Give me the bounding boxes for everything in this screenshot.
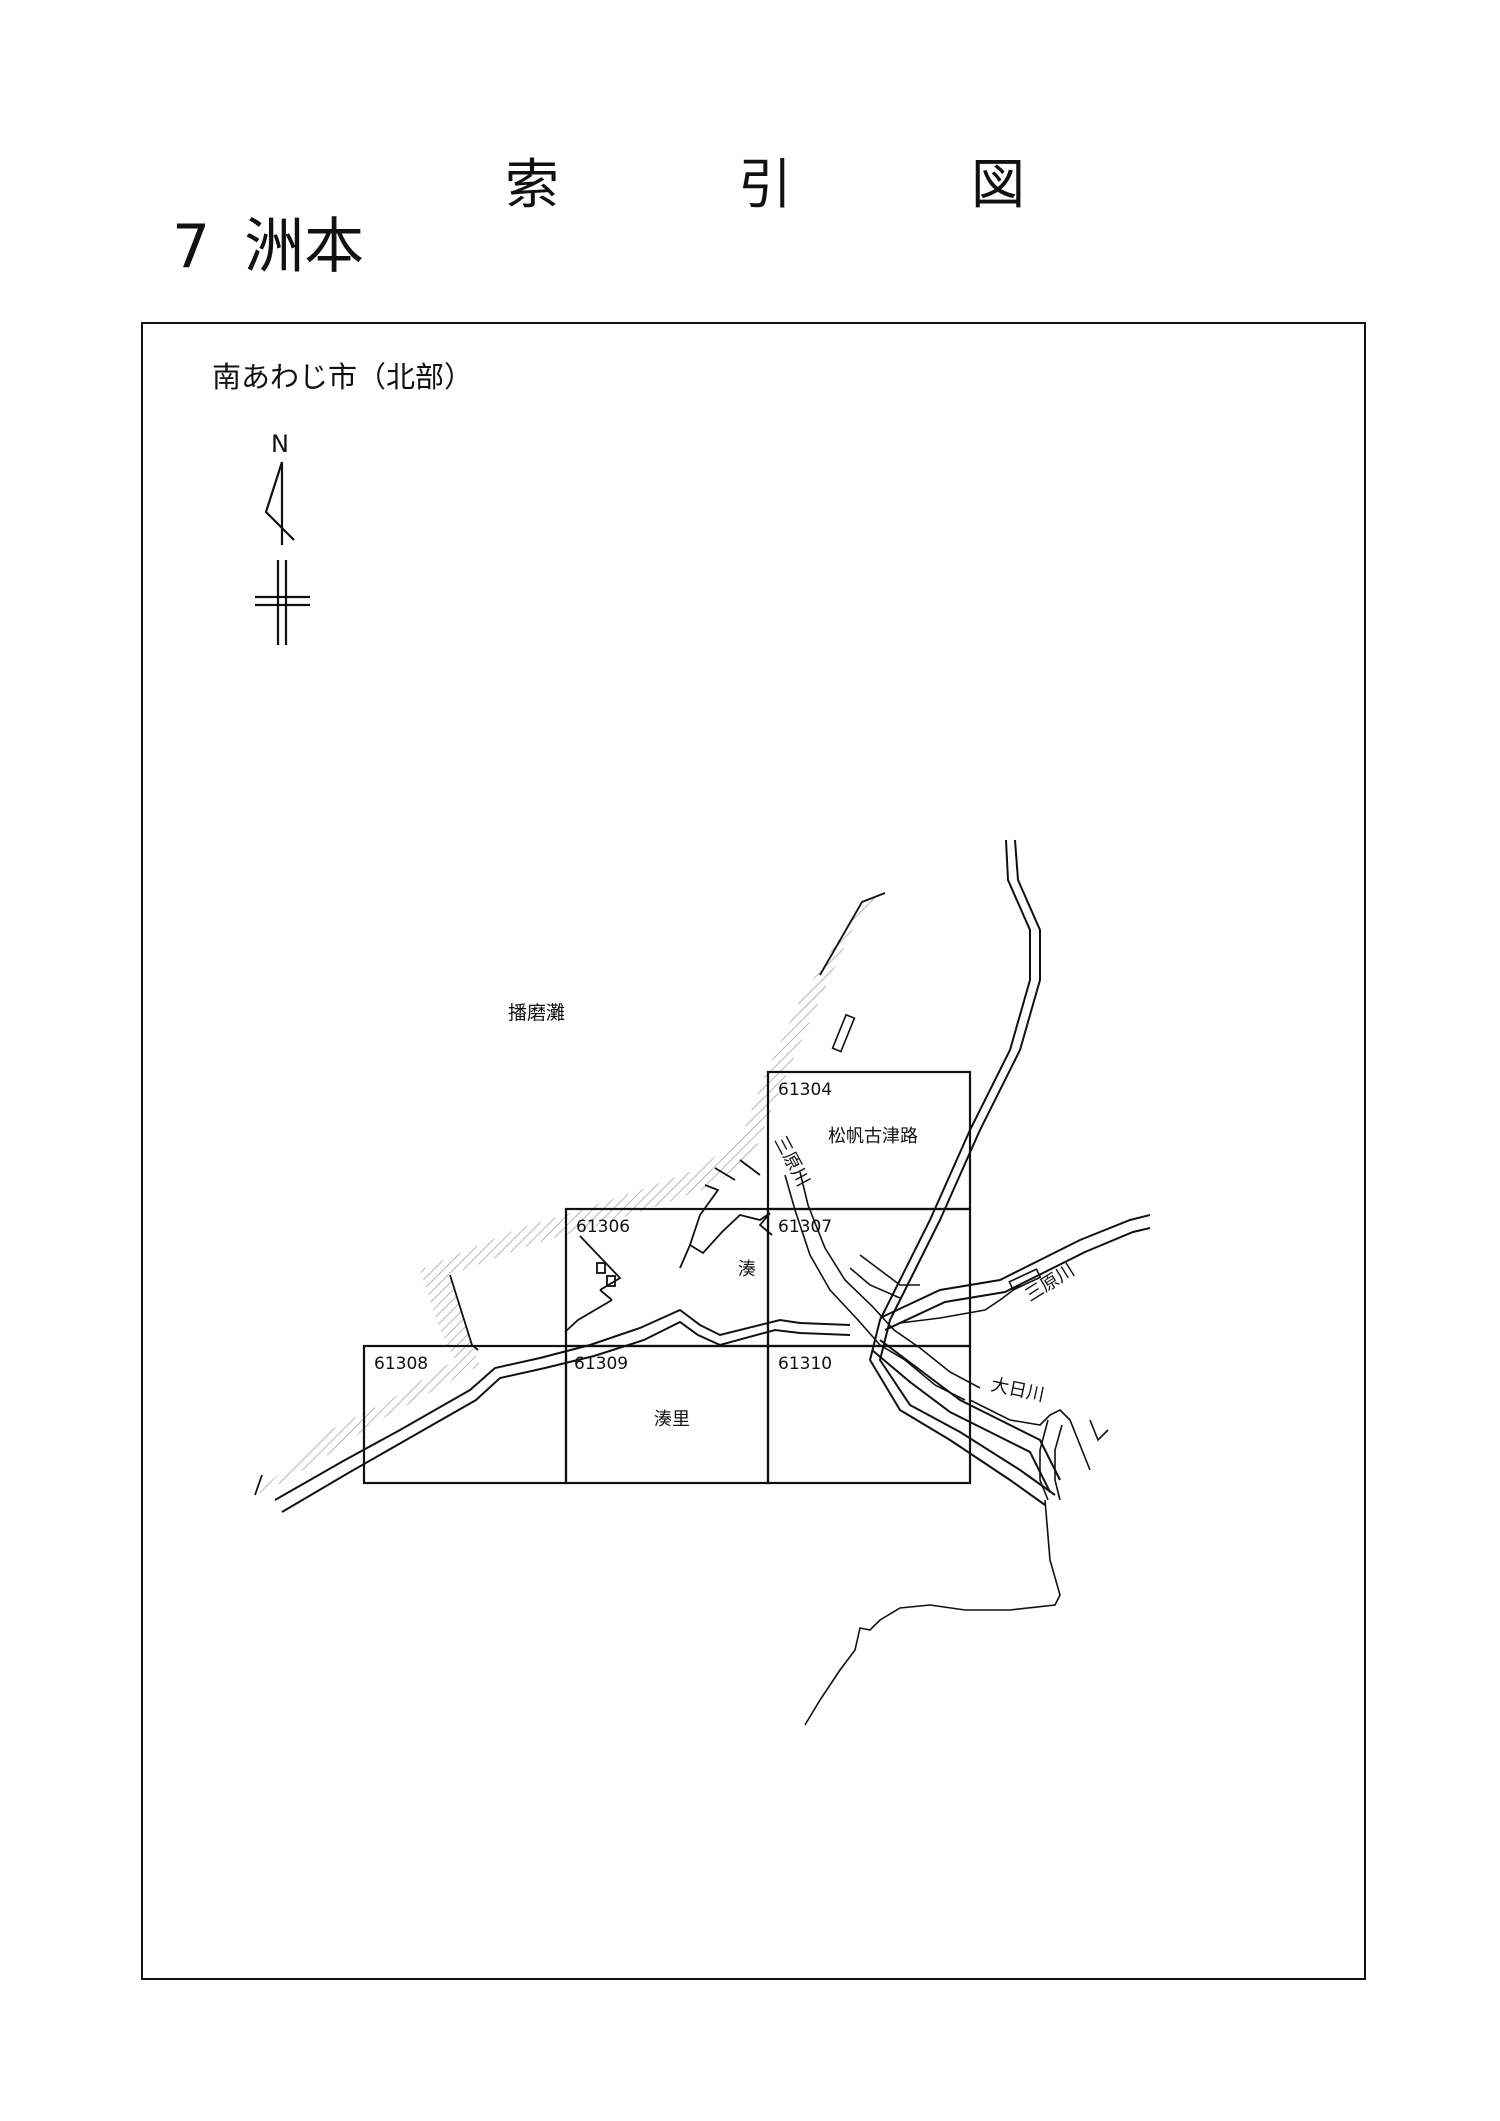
- place-name: 湊: [738, 1259, 756, 1280]
- river-label: 三原川: [1022, 1260, 1079, 1306]
- tile-code: 61308: [374, 1354, 428, 1374]
- title-char: 引: [738, 153, 792, 216]
- tile-code: 61306: [576, 1217, 630, 1237]
- river-label: 大日川: [989, 1374, 1046, 1406]
- tile-code: 61304: [778, 1080, 832, 1100]
- sea-label: 播磨灘: [508, 1002, 565, 1024]
- roads: [274, 839, 1151, 1513]
- title-char: 図: [971, 153, 1025, 216]
- tile-code: 61307: [778, 1217, 832, 1237]
- tile-61310[interactable]: [766, 1344, 972, 1485]
- title-char: 索: [505, 153, 559, 216]
- harbor: [564, 1159, 773, 1333]
- document-title: 索 引 図: [505, 140, 1025, 216]
- rivers: [784, 1171, 1091, 1726]
- map-frame: [141, 322, 1366, 1980]
- river-label: 三原川: [770, 1132, 814, 1190]
- tile-code: 61309: [574, 1354, 628, 1374]
- north-arrow-icon: N: [255, 430, 310, 645]
- region-label: 南あわじ市（北部）: [212, 360, 473, 394]
- tile-grid: [362, 1070, 972, 1485]
- area-name: 洲本: [244, 212, 365, 282]
- place-name: 松帆古津路: [828, 1126, 918, 1147]
- tile-code: 61310: [778, 1354, 832, 1374]
- north-label: N: [271, 430, 289, 458]
- area-heading: 7 洲本: [172, 198, 364, 285]
- area-number: 7: [172, 212, 211, 282]
- place-name: 湊里: [654, 1409, 690, 1430]
